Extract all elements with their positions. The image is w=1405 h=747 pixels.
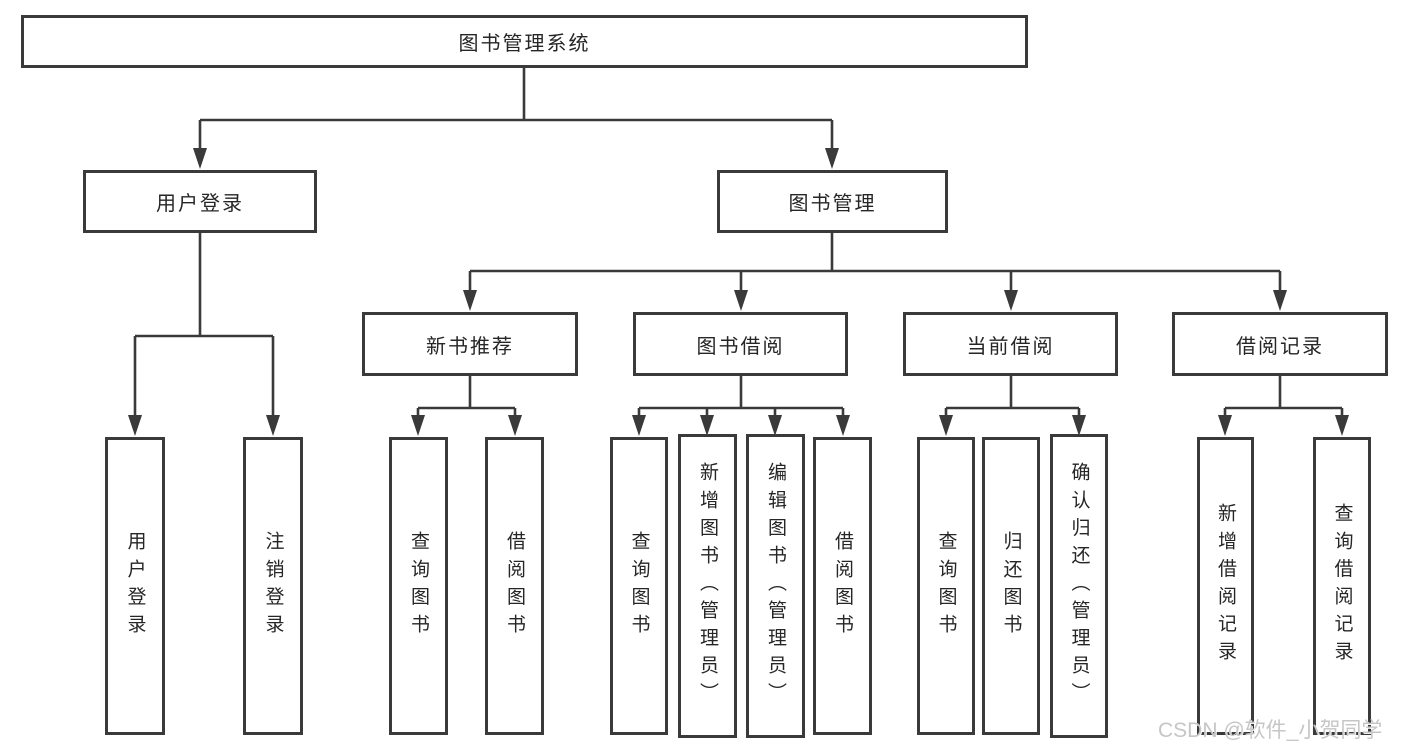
leaf-label: 注销登录 [262,530,284,642]
leaf-label: 用户登录 [124,530,146,642]
leaf-record-query: 查询借阅记录 [1313,437,1371,735]
leaf-user-login: 用户登录 [105,437,165,735]
node-book-borrow: 图书借阅 [633,312,848,376]
leaf-label: 借阅图书 [832,530,853,642]
leaf-newbook-borrow: 借阅图书 [485,437,544,735]
leaf-label: 查询图书 [935,530,957,642]
leaf-current-query: 查询图书 [917,437,975,735]
node-user-login-module: 用户登录 [83,170,317,233]
leaf-label: 查询图书 [408,530,429,642]
csdn-watermark: CSDN @软件_小贺同学 [1158,719,1383,742]
leaf-record-add: 新增借阅记录 [1197,437,1254,735]
leaf-newbook-query: 查询图书 [389,437,448,735]
leaf-borrow-edit-admin: 编辑图书（管理员） [746,434,805,738]
node-label: 图书管理 [788,193,877,215]
node-book-management: 图书管理 [717,170,948,233]
node-label: 新书推荐 [426,335,514,358]
arrowhead-icons [128,148,1349,436]
leaf-user-logout: 注销登录 [243,437,303,735]
node-label: 图书借阅 [696,335,785,358]
node-label: 当前借阅 [966,335,1055,358]
leaf-current-confirm-admin: 确认归还（管理员） [1050,434,1108,738]
leaf-borrow-borrow: 借阅图书 [813,437,872,735]
leaf-label: 借阅图书 [504,530,525,642]
leaf-label: 新增借阅记录 [1215,503,1236,669]
node-root: 图书管理系统 [21,15,1028,68]
leaf-label: 查询图书 [628,530,650,642]
node-root-label: 图书管理系统 [458,33,591,55]
leaf-borrow-add-admin: 新增图书（管理员） [678,434,737,738]
node-label: 用户登录 [156,193,244,215]
leaf-label: 归还图书 [1000,530,1022,642]
leaf-current-return: 归还图书 [982,437,1040,735]
node-current-borrow: 当前借阅 [903,312,1118,376]
leaf-label: 查询借阅记录 [1331,503,1353,669]
leaf-label: 确认归还（管理员） [1068,462,1090,710]
node-label: 借阅记录 [1236,335,1324,358]
node-borrow-records: 借阅记录 [1172,312,1388,376]
leaf-borrow-query: 查询图书 [610,437,668,735]
leaf-label: 编辑图书（管理员） [765,462,786,710]
node-new-book-recommend: 新书推荐 [362,312,578,376]
leaf-label: 新增图书（管理员） [697,462,718,710]
